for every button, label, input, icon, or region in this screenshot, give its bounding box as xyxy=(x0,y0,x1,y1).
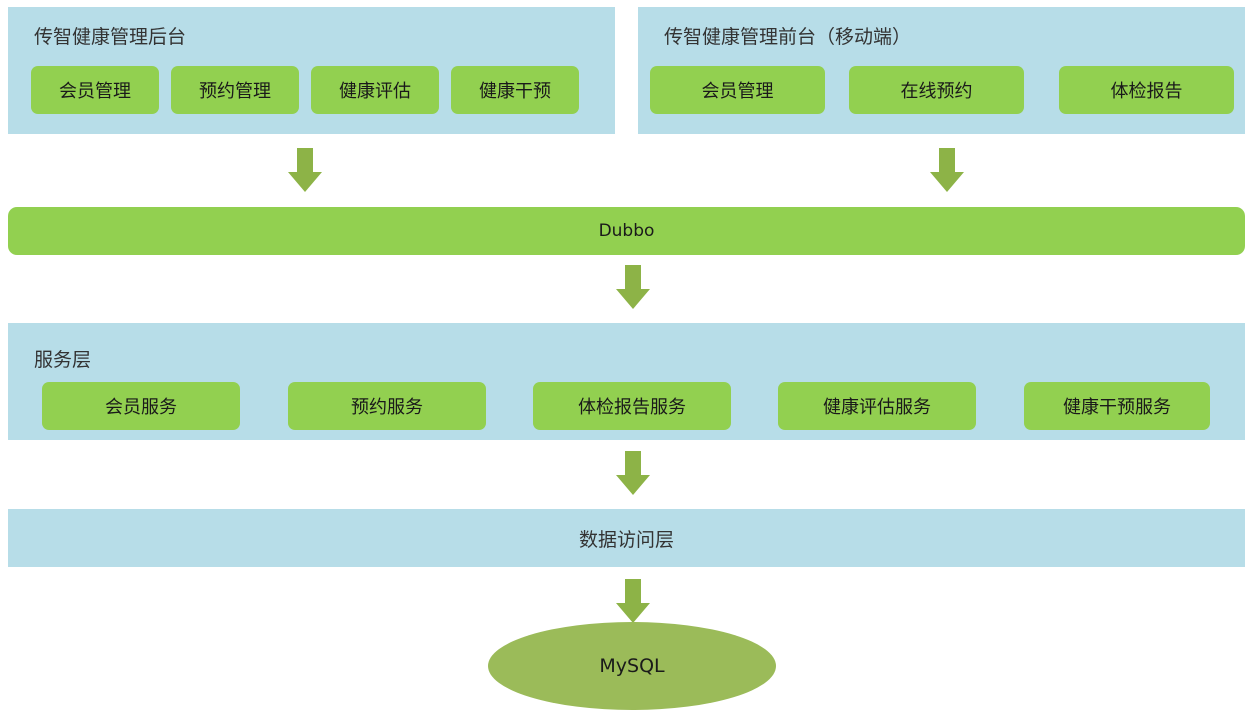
admin-module-health-assessment: 健康评估 xyxy=(311,66,439,114)
service-layer-panel: 服务层 会员服务 预约服务 体检报告服务 健康评估服务 健康干预服务 xyxy=(8,323,1245,440)
arrow-down-icon xyxy=(288,148,322,192)
data-access-layer: 数据访问层 xyxy=(8,509,1245,567)
arrow-down-icon xyxy=(616,451,650,495)
admin-module-appointment: 预约管理 xyxy=(171,66,299,114)
admin-module-member: 会员管理 xyxy=(31,66,159,114)
database-ellipse-icon xyxy=(488,622,776,710)
mysql-database: MySQL xyxy=(487,621,777,711)
mobile-module-online-appointment: 在线预约 xyxy=(849,66,1024,114)
dubbo-bus: Dubbo xyxy=(8,207,1245,255)
service-member: 会员服务 xyxy=(42,382,240,430)
mobile-frontend-panel: 传智健康管理前台（移动端） 会员管理 在线预约 体检报告 xyxy=(638,7,1245,134)
mobile-frontend-title: 传智健康管理前台（移动端） xyxy=(664,26,912,48)
mobile-module-member: 会员管理 xyxy=(650,66,825,114)
service-health-assessment: 健康评估服务 xyxy=(778,382,976,430)
service-checkup-report: 体检报告服务 xyxy=(533,382,731,430)
mobile-module-checkup-report: 体检报告 xyxy=(1059,66,1234,114)
arrow-down-icon xyxy=(616,579,650,623)
mysql-label: MySQL xyxy=(599,655,665,677)
admin-module-health-intervention: 健康干预 xyxy=(451,66,579,114)
arrow-down-icon xyxy=(616,265,650,309)
admin-backend-panel: 传智健康管理后台 会员管理 预约管理 健康评估 健康干预 xyxy=(8,7,615,134)
service-layer-title: 服务层 xyxy=(34,349,92,371)
arrow-down-icon xyxy=(930,148,964,192)
admin-backend-title: 传智健康管理后台 xyxy=(34,26,187,48)
service-appointment: 预约服务 xyxy=(288,382,486,430)
service-health-intervention: 健康干预服务 xyxy=(1024,382,1210,430)
